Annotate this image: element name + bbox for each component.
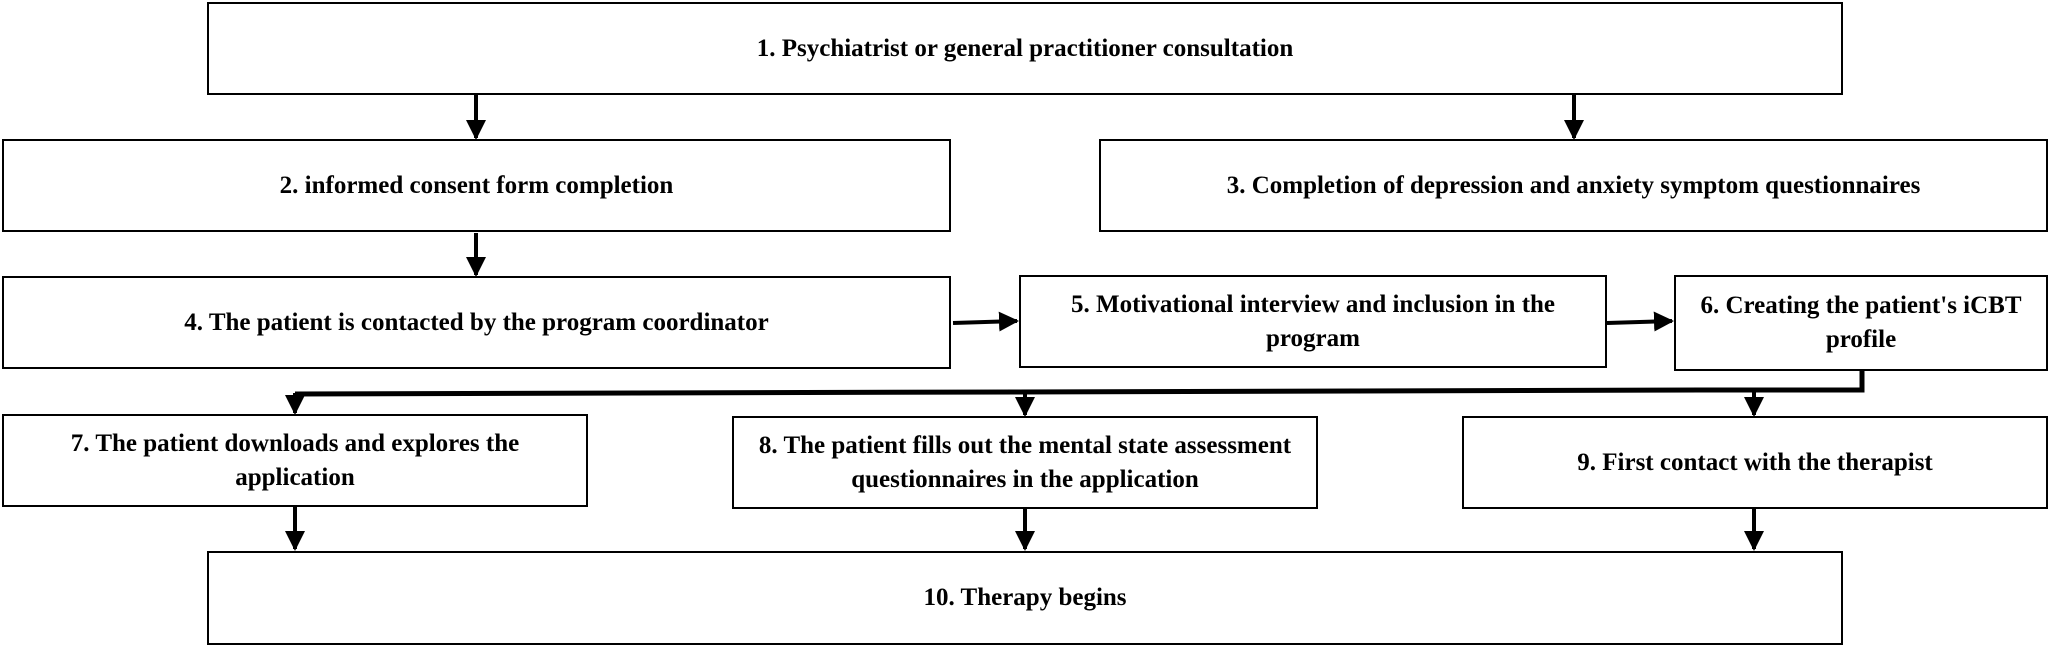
step-10-text: 10. Therapy begins bbox=[923, 584, 1127, 611]
step-9-text: 9. First contact with the therapist bbox=[1577, 448, 1933, 476]
step-3-box: 3. Completion of depression and anxiety … bbox=[1099, 139, 2048, 232]
step-3-text: 3. Completion of depression and anxiety … bbox=[1226, 171, 1921, 199]
step-6-box: 6. Creating the patient's iCBT profile bbox=[1674, 275, 2048, 371]
arrow-4-to-5 bbox=[952, 311, 1019, 332]
step-4-box: 4. The patient is contacted by the progr… bbox=[2, 276, 951, 369]
arrow-5-to-6 bbox=[1606, 311, 1674, 332]
connector-6-to-bus bbox=[1700, 371, 1865, 393]
connector-bus bbox=[294, 387, 1701, 397]
step-5-box: 5. Motivational interview and inclusion … bbox=[1019, 275, 1607, 368]
step-4-text: 4. The patient is contacted by the progr… bbox=[184, 308, 769, 336]
step-8-text: 8. The patient fills out the mental stat… bbox=[758, 431, 1292, 493]
step-8-box: 8. The patient fills out the mental stat… bbox=[732, 416, 1318, 509]
step-1-box: 1. Psychiatrist or general practitioner … bbox=[207, 2, 1843, 95]
step-2-text: 2. informed consent form completion bbox=[279, 171, 674, 199]
step-1-text: 1. Psychiatrist or general practitioner … bbox=[756, 34, 1294, 62]
step-2-box: 2. informed consent form completion bbox=[2, 139, 951, 232]
step-7-text: 7. The patient downloads and explores th… bbox=[70, 429, 520, 491]
step-7-box: 7. The patient downloads and explores th… bbox=[2, 414, 588, 507]
step-10-box: 10. Therapy begins bbox=[207, 551, 1843, 645]
step-9-box: 9. First contact with the therapist bbox=[1462, 416, 2048, 509]
step-6-text: 6. Creating the patient's iCBT profile bbox=[1700, 292, 2022, 353]
step-5-text: 5. Motivational interview and inclusion … bbox=[1070, 290, 1556, 352]
